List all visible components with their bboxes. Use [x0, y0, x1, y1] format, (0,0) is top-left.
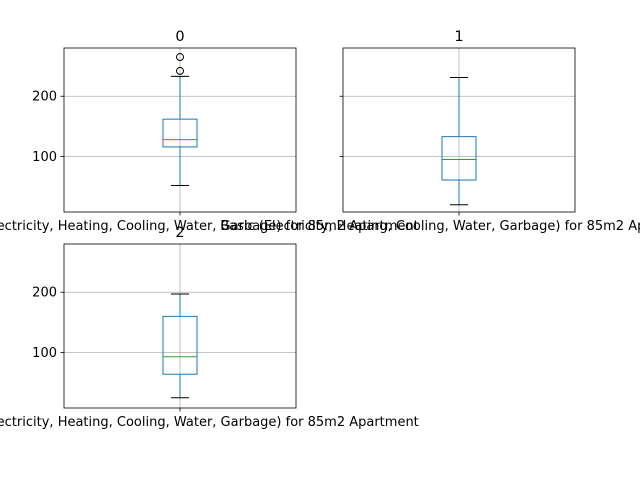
- subplot-1: Basic (Electricity, Heating, Cooling, Wa…: [220, 29, 640, 234]
- y-tick-label: 200: [32, 286, 57, 301]
- y-tick-label: 100: [32, 346, 57, 361]
- subplot-2: 100 200Basic (Electricity, Heating, Cooli…: [0, 225, 419, 430]
- outlier-point: [176, 53, 184, 62]
- x-tick-label: Basic (Electricity, Heating, Cooling, Wa…: [0, 219, 419, 234]
- outlier-point: [176, 66, 184, 75]
- x-tick-label: Basic (Electricity, Heating, Cooling, Wa…: [0, 415, 419, 430]
- iqr-box: [162, 118, 198, 148]
- x-tick-label: Basic (Electricity, Heating, Cooling, Wa…: [220, 219, 640, 234]
- subplot-0: 100 200Basic (Electricity, Heating, Cooli…: [0, 29, 419, 234]
- subplot-title: 2: [175, 225, 184, 241]
- subplot-title: 0: [175, 29, 184, 45]
- y-tick-label: 100: [32, 150, 57, 165]
- iqr-box: [162, 315, 198, 375]
- y-tick-label: 200: [32, 90, 57, 105]
- subplot-title: 1: [454, 29, 463, 45]
- iqr-box: [441, 136, 477, 181]
